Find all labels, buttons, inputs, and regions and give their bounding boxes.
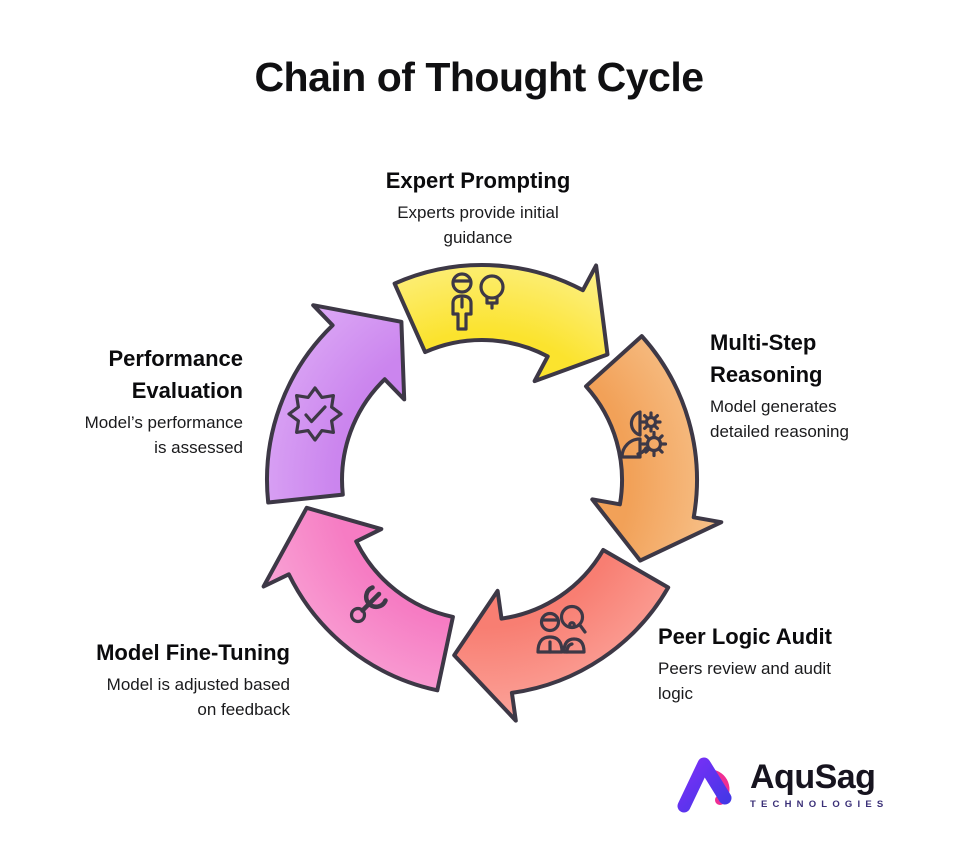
stage-title: Performance Evaluation bbox=[108, 346, 243, 403]
cycle-arrow-model-fine-tuning bbox=[261, 505, 455, 693]
cycle-arrow-peer-logic-audit bbox=[452, 548, 671, 723]
person-lightbulb-icon bbox=[451, 272, 505, 331]
stage-title: Model Fine-Tuning bbox=[96, 640, 290, 665]
logo: AquSag TECHNOLOGIES bbox=[671, 749, 888, 821]
cycle-arrow-expert-prompting bbox=[392, 263, 610, 384]
cycle-arrow-multi-step-reasoning bbox=[584, 334, 724, 563]
stage-label-expert-prompting: Expert Prompting Experts provide initial… bbox=[348, 165, 608, 251]
stage-title: Multi-Step Reasoning bbox=[710, 330, 823, 387]
badge-check-icon bbox=[287, 386, 343, 442]
page-title: Chain of Thought Cycle bbox=[254, 54, 704, 100]
logo-swoosh-icon bbox=[677, 757, 732, 813]
stage-title: Expert Prompting bbox=[385, 168, 571, 193]
stage-label-model-fine-tuning: Model Fine-Tuning Model is adjusted base… bbox=[40, 637, 290, 723]
stage-description: Model’s performance is assessed bbox=[84, 412, 243, 458]
stage-label-performance-evaluation: Performance Evaluation Model’s performan… bbox=[13, 343, 243, 461]
stage-description: Peers review and audit logic bbox=[658, 658, 831, 704]
person-gears-icon bbox=[620, 410, 668, 459]
stage-description: Model is adjusted based on feedback bbox=[106, 674, 290, 720]
logo-triangle bbox=[677, 757, 732, 813]
logo-text: AquSag TECHNOLOGIES bbox=[750, 758, 889, 810]
cycle-arrow-performance-evaluation bbox=[265, 303, 407, 505]
stage-label-peer-logic-audit: Peer Logic Audit Peers review and audit … bbox=[658, 621, 898, 707]
stage-label-multi-step-reasoning: Multi-Step Reasoning Model generates det… bbox=[710, 327, 930, 445]
stage-description: Model generates detailed reasoning bbox=[710, 396, 849, 442]
peer-review-icon bbox=[536, 604, 587, 654]
stage-title: Peer Logic Audit bbox=[658, 624, 832, 649]
stage-description: Experts provide initial guidance bbox=[397, 202, 559, 248]
logo-tagline: TECHNOLOGIES bbox=[750, 798, 889, 810]
wrench-icon bbox=[349, 585, 388, 624]
logo-brand: AquSag bbox=[750, 758, 876, 797]
